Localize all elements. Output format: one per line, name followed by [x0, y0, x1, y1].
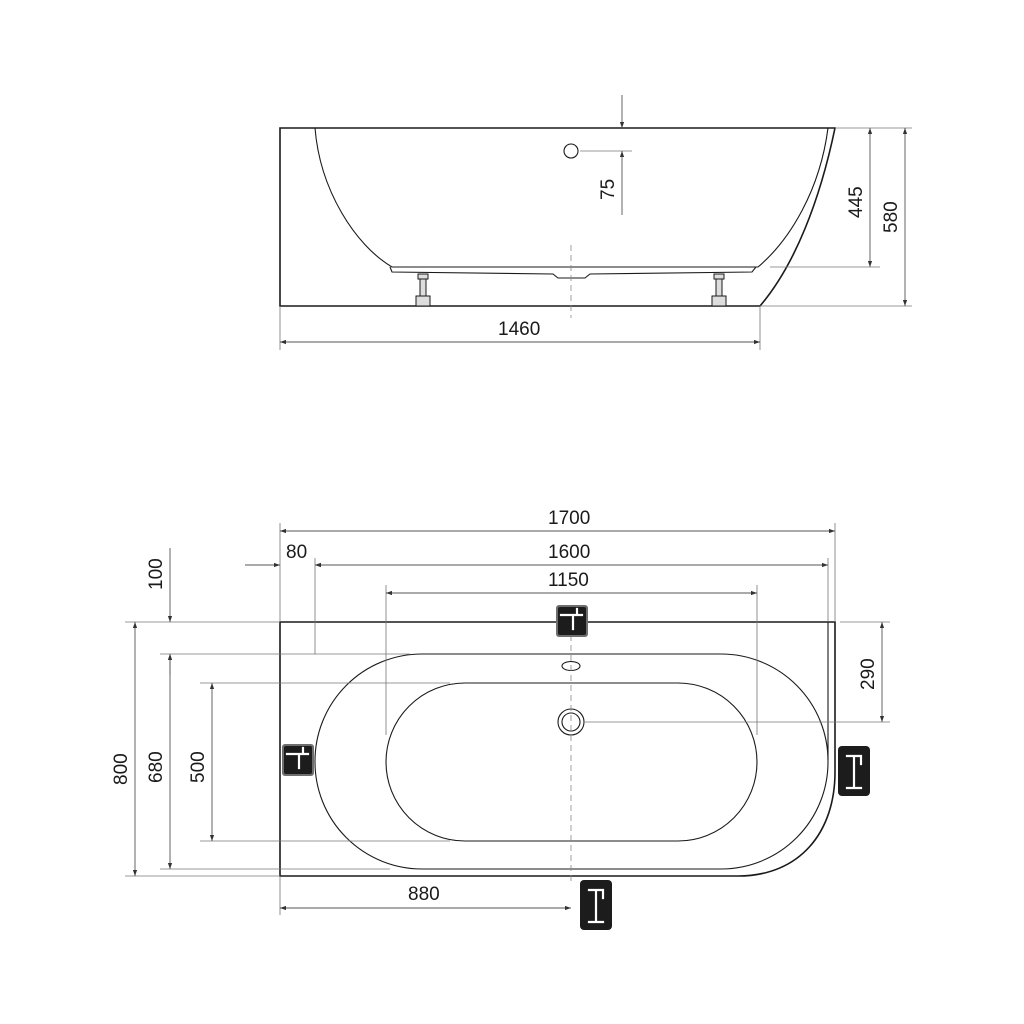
side-view-tub-base [389, 266, 757, 279]
top-view-tub-inner [314, 653, 829, 870]
top-view-outline [279, 621, 836, 877]
dim-total-height: 580 [881, 201, 902, 233]
dim-side-length: 1460 [498, 319, 540, 340]
dim-inner-depth: 445 [846, 186, 867, 218]
dim-overflow-offset: 290 [858, 658, 879, 690]
faucet-deck-icon [282, 744, 314, 776]
dim-left-offset: 80 [286, 542, 307, 563]
side-view: 75 445 580 1460 [279, 95, 912, 350]
dim-total-length: 1700 [548, 508, 590, 529]
side-view-foot-left [415, 273, 431, 307]
top-view-basin [385, 682, 758, 842]
dim-basin-width: 500 [188, 751, 209, 783]
faucet-wall-icon [556, 605, 588, 637]
dim-basin-length: 1150 [548, 570, 589, 591]
dim-top-offset: 100 [146, 558, 167, 590]
side-view-outline [279, 127, 836, 307]
faucet-floor-icon-right [838, 746, 870, 796]
faucet-floor-icon-bottom [580, 880, 612, 930]
dim-drain-offset: 880 [408, 884, 440, 905]
top-view: 800 680 500 100 1700 80 1600 1150 [111, 508, 890, 930]
dim-inner-width: 680 [146, 751, 167, 783]
side-view-overflow [563, 143, 579, 159]
dim-inner-length: 1600 [548, 542, 590, 563]
side-view-tub-bowl [314, 127, 829, 268]
dim-overflow-height: 75 [598, 179, 619, 200]
dim-total-width: 800 [111, 753, 132, 785]
side-view-foot-right [711, 273, 727, 307]
